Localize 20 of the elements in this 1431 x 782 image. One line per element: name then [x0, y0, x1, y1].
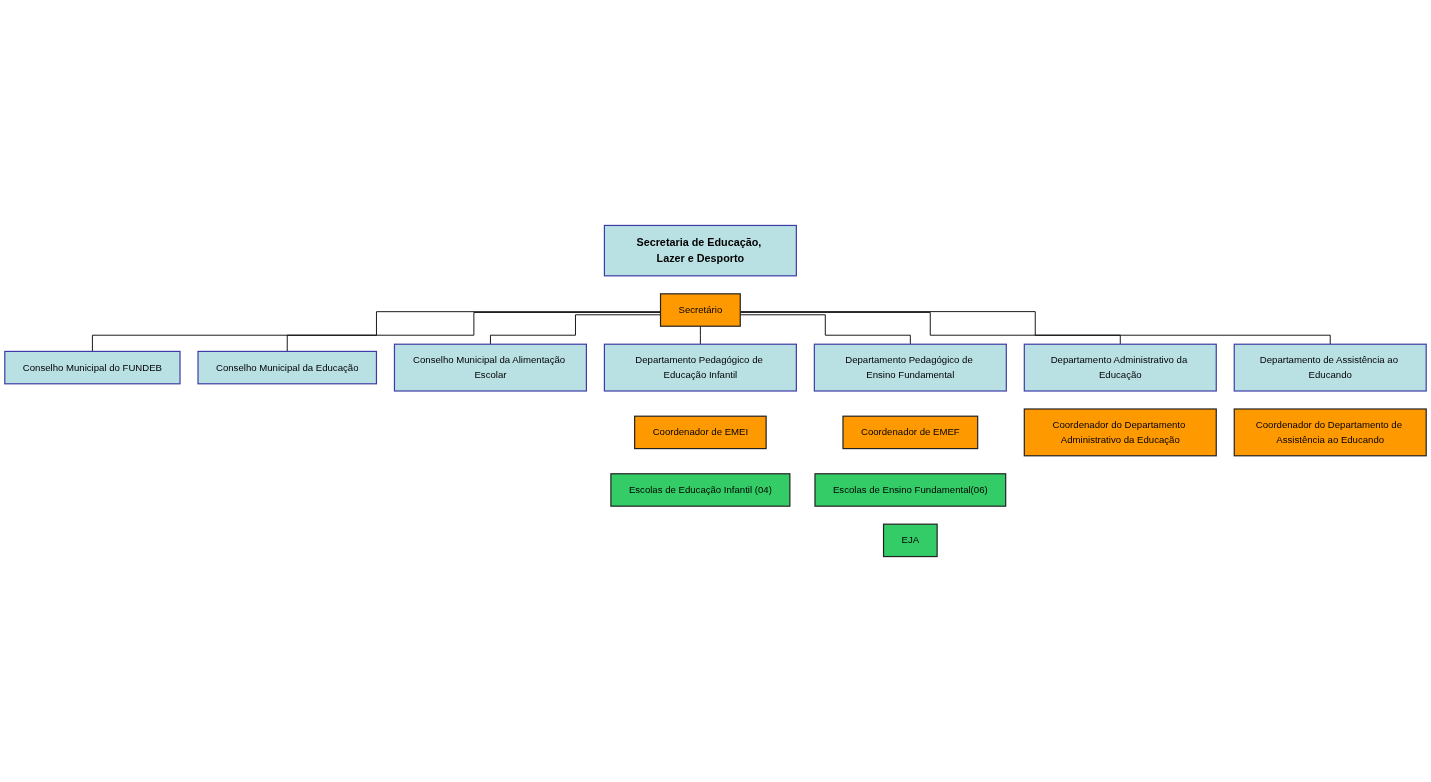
node-box: Departamento Pedagógico de Educação Infantil [603, 343, 797, 392]
node-box: Secretaria de Educação, Lazer e Desporto [603, 224, 797, 277]
node-box: Coordenador de EMEF [842, 415, 979, 450]
connector [91, 311, 661, 352]
node-box: Departamento de Assistência ao Educando [1233, 343, 1427, 392]
node-box: Secretário [659, 293, 741, 327]
node-box: Departamento Pedagógico de Ensino Fundamental [813, 343, 1007, 392]
node-box: EJA [882, 523, 938, 558]
node-box: Conselho Municipal da Alimentação Escolar [393, 343, 587, 392]
node-box: Coordenador do Departamento Administrativo da Educação [1023, 408, 1217, 457]
node-box: Coordenador do Departamento de Assistência ao Educando [1233, 408, 1427, 457]
connector [490, 314, 661, 345]
node-box: Conselho Municipal da Educação [197, 350, 378, 385]
node-box: Departamento Administrativo da Educação [1023, 343, 1217, 392]
node-box: Escolas de Educação Infantil (04) [610, 473, 791, 507]
node-box: Conselho Municipal do FUNDEB [4, 350, 181, 385]
connector [286, 312, 661, 352]
node-box: Coordenador de EMEI [634, 415, 767, 450]
node-box: Escolas de Ensino Fundamental(06) [814, 473, 1007, 507]
connector [699, 325, 701, 345]
